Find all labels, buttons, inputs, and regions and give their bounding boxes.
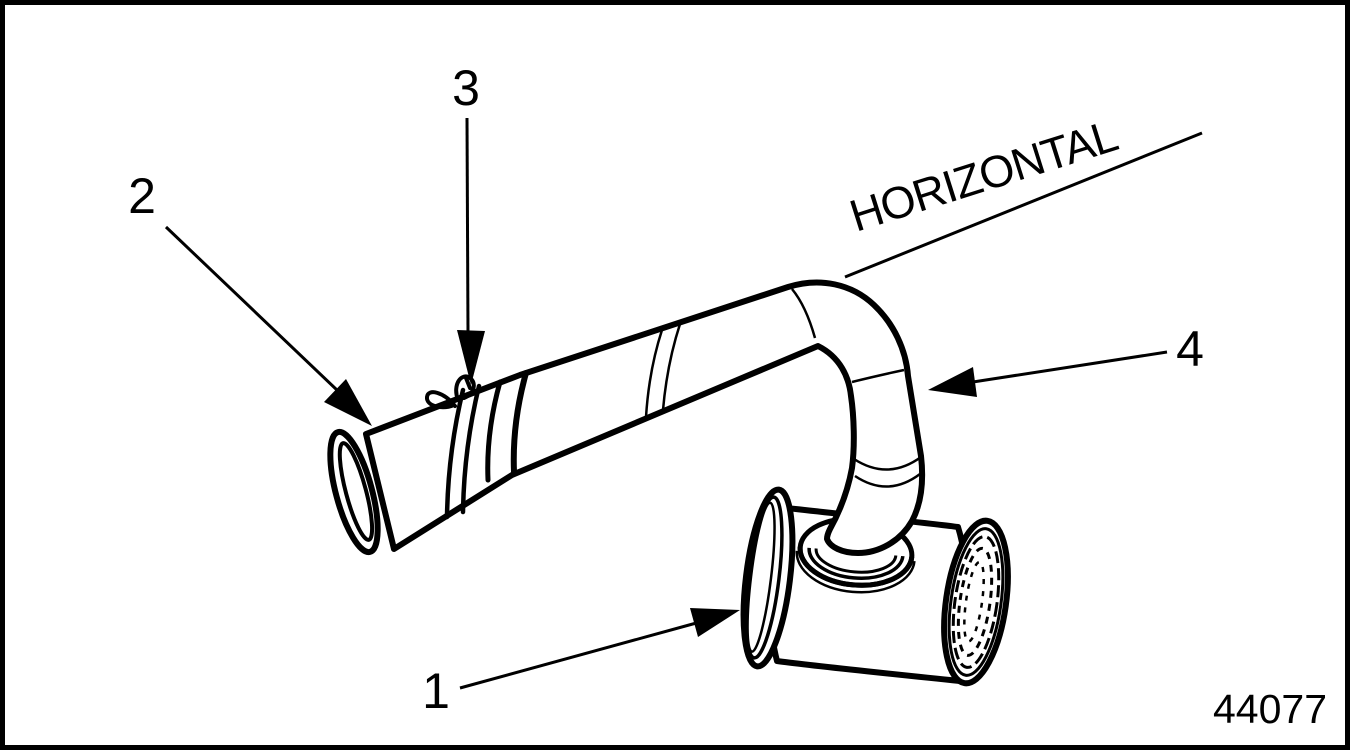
callout-1-leader-line [459, 620, 701, 690]
pipe-end-opening-inner [337, 441, 375, 542]
hose-clamp-fastener-screw [464, 376, 472, 390]
callout-2-arrowhead [324, 379, 372, 426]
hose-seam-lower-1 [853, 455, 922, 471]
hose-clamp-band-2 [460, 383, 482, 515]
callout-2: 2 [128, 168, 372, 426]
hose-seam-mid-2 [661, 323, 682, 411]
hose-clamp [425, 374, 482, 520]
callout-3-label: 3 [452, 60, 480, 116]
hose-clamp-fastener-ear [425, 390, 457, 410]
callout-3: 3 [452, 60, 485, 385]
callout-1: 1 [422, 608, 740, 719]
tee-left-flange-inner [744, 495, 784, 660]
callout-3-arrowhead [457, 330, 485, 385]
hose-seam-elbow-end [851, 368, 905, 384]
hose-cuff-left-edge [485, 379, 503, 483]
hose-clamp-band-1 [444, 387, 466, 520]
callout-1-label: 1 [422, 663, 450, 719]
hose-assembly [327, 279, 926, 556]
tee-right-flange [941, 517, 1011, 687]
hose-seam-mid-1 [644, 329, 664, 418]
hose-body-outline [363, 279, 926, 556]
callout-4-leader-line [959, 350, 1168, 386]
callout-4-label: 4 [1176, 321, 1204, 377]
horizontal-reference-line [844, 131, 1203, 279]
callout-4-arrowhead [928, 367, 977, 397]
figure-number: 44077 [1213, 686, 1327, 732]
hose-cuff-right-edge [510, 370, 529, 475]
hose-seam-elbow-start [791, 288, 817, 339]
callout-3-leader-line [465, 117, 470, 335]
pipe-end [327, 428, 381, 556]
tee-inlet-collar-front-arc-3 [814, 548, 898, 574]
tee-inlet-collar-front-arc-2 [807, 547, 905, 580]
tee-left-flange [740, 486, 796, 670]
callout-4: 4 [928, 321, 1204, 397]
hose-seam-lower-2 [854, 472, 921, 488]
tee-right-flange-ring-4 [963, 560, 985, 643]
tee-inlet-collar-front [795, 546, 916, 594]
tee-right-flange-ring-2 [951, 535, 1001, 669]
callout-1-arrowhead [690, 608, 740, 637]
callout-2-leader-line [164, 225, 340, 393]
tee-right-flange-ring-1 [947, 527, 1005, 677]
tee-left-flange-inner-2 [746, 501, 776, 653]
tee-inlet-collar-front-arc-1 [797, 546, 915, 588]
tee-inlet-collar-front-arc-4 [795, 550, 916, 594]
callout-2-label: 2 [128, 168, 156, 224]
tee-right-flange-ring-3 [956, 546, 994, 657]
